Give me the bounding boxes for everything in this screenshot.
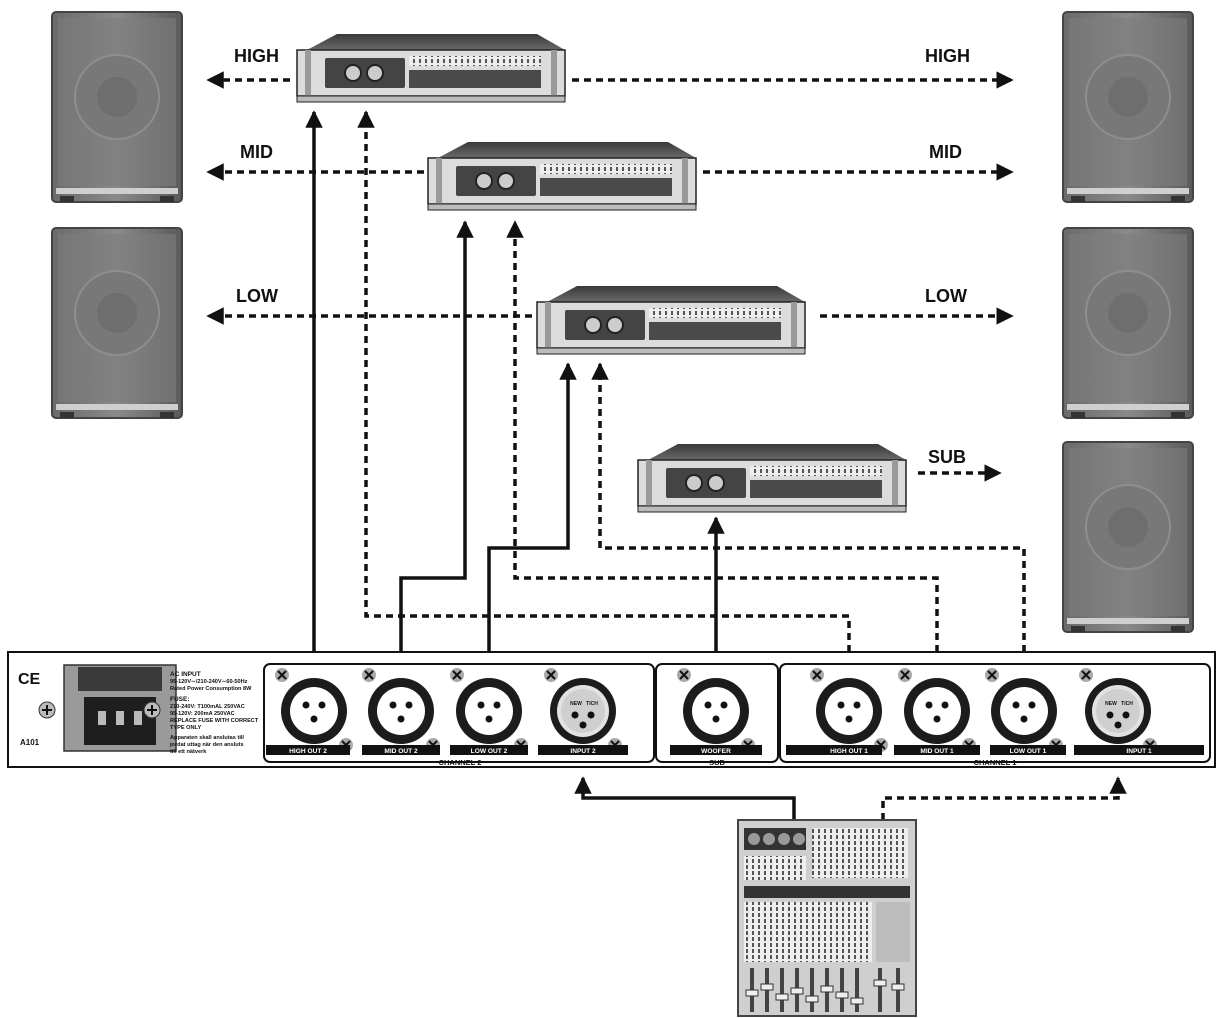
sub-group — [655, 663, 779, 763]
speaker-icon — [1062, 227, 1194, 419]
warning-line2: jordat uttag när den ansluts — [169, 742, 244, 748]
label-mid-right: MID — [929, 142, 962, 162]
ce-mark: CE — [18, 671, 41, 688]
connector-label-low-out-2: LOW OUT 2 — [471, 748, 508, 755]
warning-line1: Apparaten skall anslutas till — [170, 735, 244, 741]
label-low-right: LOW — [925, 286, 967, 306]
cable-mid-out-1 — [506, 220, 939, 652]
cable-low-out-1 — [591, 362, 1026, 652]
ac-input-title: AC INPUT — [170, 671, 201, 678]
cable-mixer-to-input-2 — [574, 776, 796, 820]
ac-input-line2: Rated Power Consumption 8W — [170, 686, 252, 692]
label-mid-left: MID — [240, 142, 273, 162]
fuse-title: FUSE: — [170, 696, 190, 703]
cable-low-out-2 — [487, 362, 577, 652]
speaker-icon — [51, 11, 183, 203]
fuse-line4: TYPE ONLY — [170, 725, 201, 731]
connector-label-low-out-1: LOW OUT 1 — [1010, 748, 1047, 755]
fuse-line2: 95-120V: 200mA 250VAC — [170, 711, 235, 717]
amplifier-icon — [296, 33, 566, 103]
group-label-channel-2: CHANNEL 2 — [439, 758, 482, 767]
amplifier-icon — [637, 443, 907, 513]
channel-2-group — [263, 663, 655, 763]
model-number: A101 — [20, 738, 40, 747]
label-low-left: LOW — [236, 286, 278, 306]
connector-label-input-2: INPUT 2 — [570, 748, 596, 755]
ac-input-line1: 95-120V∼/210-240V∼60-50Hz — [170, 679, 248, 685]
connector-label-mid-out-2: MID OUT 2 — [384, 748, 418, 755]
speaker-icon — [1062, 441, 1194, 633]
fuse-line1: 210-240V: T100mAL 250VAC — [170, 704, 245, 710]
speaker-icon — [1062, 11, 1194, 203]
cable-high-out-1 — [357, 110, 851, 652]
group-label-channel-1: CHANNEL 1 — [974, 758, 1017, 767]
label-high-left: HIGH — [234, 46, 279, 66]
fuse-line3: REPLACE FUSE WITH CORRECT — [170, 718, 259, 724]
connector-label-woofer: WOOFER — [701, 748, 731, 755]
channel-1-group — [779, 663, 1211, 763]
group-label-sub: SUB — [709, 758, 725, 767]
label-high-right: HIGH — [925, 46, 970, 66]
amplifier-icon — [536, 285, 806, 355]
connector-label-high-out-2: HIGH OUT 2 — [289, 748, 327, 755]
warning-line3: till ett nätverk — [170, 749, 207, 755]
power-socket-icon — [38, 664, 177, 752]
mixer-icon — [737, 819, 917, 1017]
crossover-rear-panel: CE A101 AC INPUT 95-120V∼/210-240V∼60-50… — [7, 651, 1216, 768]
speaker-icon — [51, 227, 183, 419]
connector-label-mid-out-1: MID OUT 1 — [920, 748, 954, 755]
connector-label-input-1: INPUT 1 — [1126, 748, 1152, 755]
cable-mid-out-2 — [399, 220, 474, 652]
amplifier-icon — [427, 141, 697, 211]
label-sub-right: SUB — [928, 447, 966, 467]
connector-label-high-out-1: HIGH OUT 1 — [830, 748, 868, 755]
cable-mixer-to-input-1 — [881, 776, 1127, 820]
